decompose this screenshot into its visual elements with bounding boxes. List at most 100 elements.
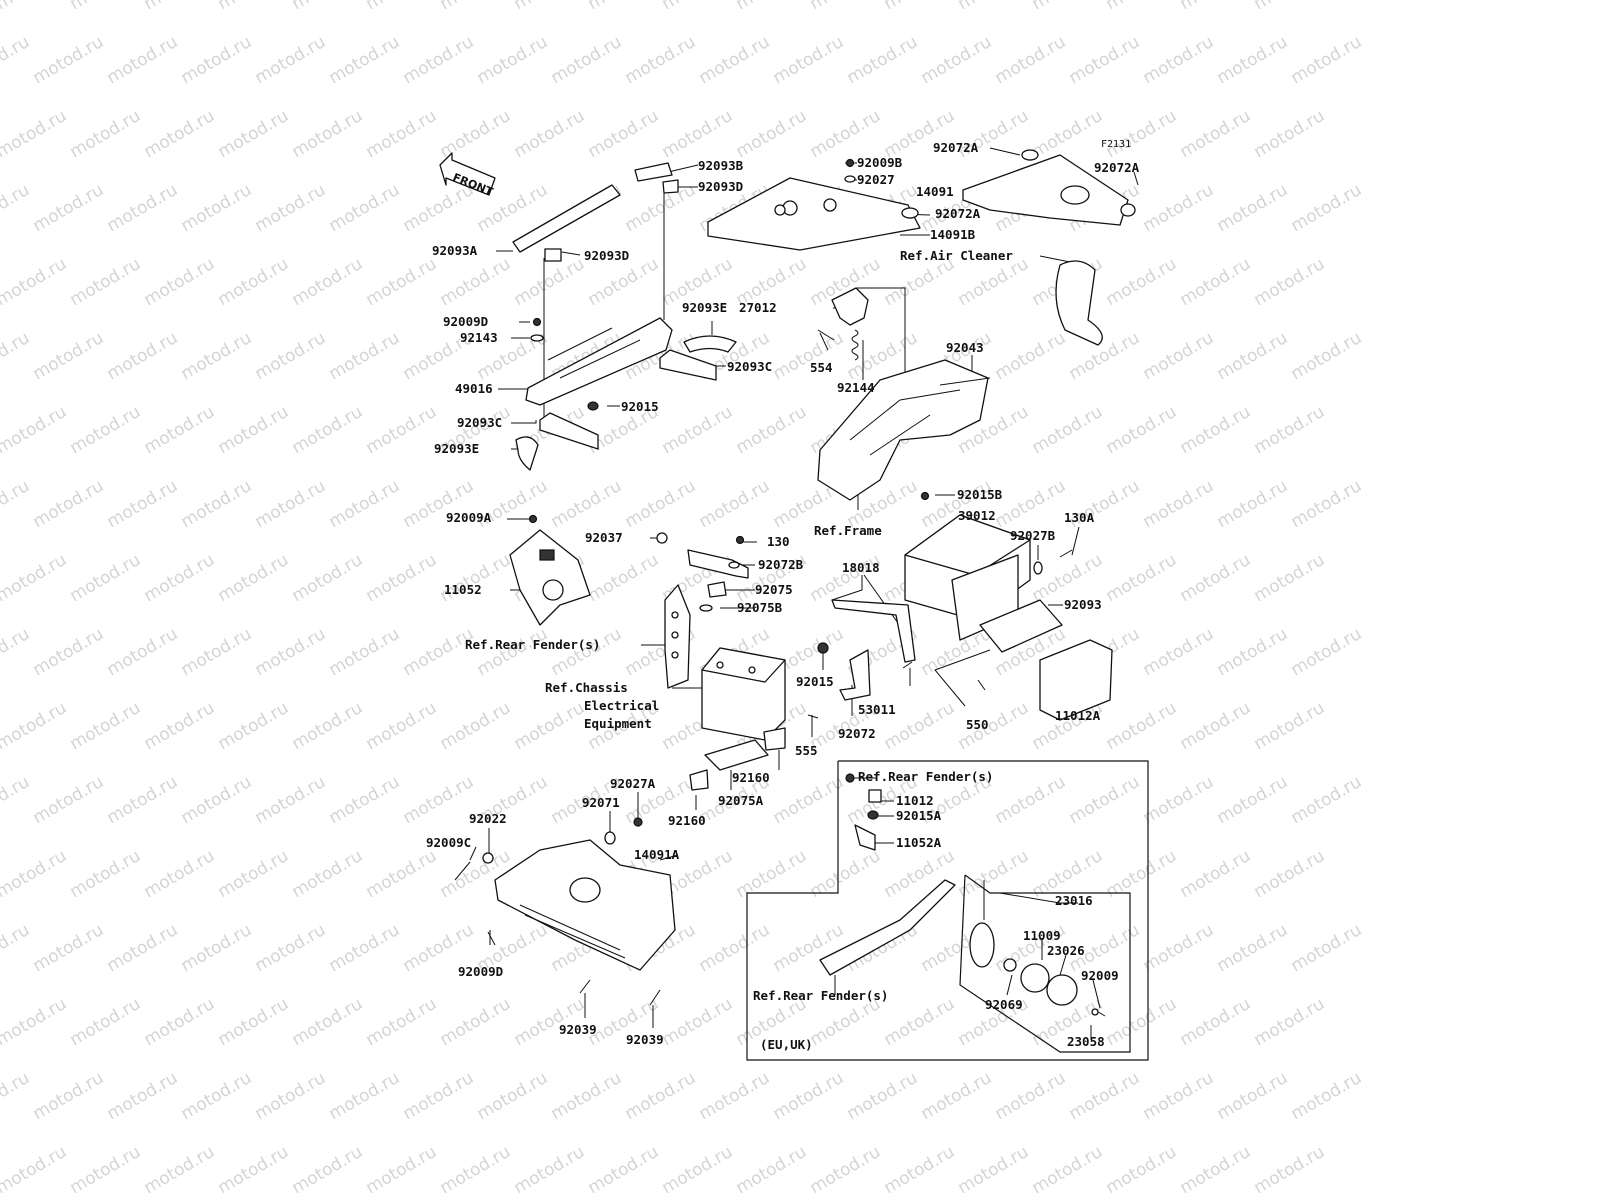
watermark-text: motod.ru: [1066, 328, 1144, 384]
watermark-text: motod.ru: [104, 624, 182, 680]
watermark-text: motod.ru: [363, 254, 441, 310]
watermark-text: motod.ru: [1288, 624, 1366, 680]
watermark-text: motod.ru: [0, 920, 33, 976]
watermark-text: motod.ru: [659, 0, 737, 14]
watermark-text: motod.ru: [1251, 994, 1329, 1050]
watermark-text: motod.ru: [104, 328, 182, 384]
watermark-text: motod.ru: [437, 1142, 515, 1198]
callout-label: 555: [795, 743, 818, 758]
bracket-92037: [687, 549, 749, 579]
watermark-text: motod.ru: [30, 1068, 108, 1124]
watermark-text: motod.ru: [400, 772, 478, 828]
watermark-text: motod.ru: [363, 994, 441, 1050]
watermark-text: motod.ru: [1214, 476, 1292, 532]
watermark-text: motod.ru: [585, 1142, 663, 1198]
nut-92015: [587, 401, 599, 411]
watermark-text: motod.ru: [0, 994, 70, 1050]
watermark-text: motod.ru: [141, 1142, 219, 1198]
rubber-curve-92093e-lower: [515, 436, 539, 471]
watermark-text: motod.ru: [104, 180, 182, 236]
cover-plate-14091: [962, 154, 1129, 226]
watermark-text: motod.ru: [659, 106, 737, 162]
watermark-text: motod.ru: [141, 846, 219, 902]
watermark-text: motod.ru: [0, 0, 70, 14]
watermark-text: motod.ru: [807, 106, 885, 162]
watermark-text: motod.ru: [289, 994, 367, 1050]
watermark-text: motod.ru: [585, 0, 663, 14]
watermark-text: motod.ru: [215, 550, 293, 606]
watermark-text: motod.ru: [215, 0, 293, 14]
watermark-text: motod.ru: [659, 402, 737, 458]
nut-92015a: [867, 810, 879, 820]
watermark-text: motod.ru: [659, 1142, 737, 1198]
pin-550: [977, 679, 986, 691]
watermark-text: motod.ru: [807, 550, 885, 606]
watermark-text: motod.ru: [30, 476, 108, 532]
watermark-text: motod.ru: [67, 550, 145, 606]
watermark-text: motod.ru: [30, 920, 108, 976]
callout-label: Equipment: [584, 716, 652, 731]
callout-label: 92071: [582, 795, 620, 810]
cover-plate-14091b: [707, 177, 921, 251]
watermark-text: motod.ru: [622, 32, 700, 88]
watermark-text: motod.ru: [0, 846, 70, 902]
watermark-text: motod.ru: [1288, 32, 1366, 88]
watermark-text: motod.ru: [770, 772, 848, 828]
cover-11012a: [1039, 639, 1113, 721]
watermark-text: motod.ru: [1029, 0, 1107, 14]
callout-label: Electrical: [584, 698, 659, 713]
watermark-text: motod.ru: [326, 772, 404, 828]
watermark-text: motod.ru: [30, 624, 108, 680]
watermark-text: motod.ru: [1288, 180, 1366, 236]
watermark-text: motod.ru: [326, 328, 404, 384]
watermark-text: motod.ru: [696, 1068, 774, 1124]
callout-label: 92009B: [857, 155, 903, 170]
callout-label: 39012: [958, 508, 996, 523]
watermark-text: motod.ru: [511, 106, 589, 162]
watermark-text: motod.ru: [1288, 772, 1366, 828]
watermark-text: motod.ru: [363, 698, 441, 754]
callout-label: 14091: [916, 184, 954, 199]
callout-label: 130A: [1064, 510, 1095, 525]
watermark-text: motod.ru: [289, 846, 367, 902]
watermark-text: motod.ru: [807, 0, 885, 14]
watermark-text: motod.ru: [1103, 846, 1181, 902]
watermark-text: motod.ru: [511, 0, 589, 14]
callout-label: 14091A: [634, 847, 680, 862]
watermark-text: motod.ru: [0, 550, 70, 606]
watermark-text: motod.ru: [955, 1142, 1033, 1198]
callout-label: (EU,UK): [760, 1037, 813, 1052]
callout-label: 92037: [585, 530, 623, 545]
bolt-92009d: [532, 317, 542, 327]
watermark-text: motod.ru: [1214, 1068, 1292, 1124]
watermark-text: motod.ru: [1140, 772, 1218, 828]
watermark-text: motod.ru: [141, 402, 219, 458]
callout-label: 550: [966, 717, 989, 732]
bolt-92009b: [845, 158, 855, 168]
watermark-text: motod.ru: [511, 1142, 589, 1198]
watermark-text: motod.ru: [0, 1142, 70, 1198]
callout-label: 11052: [444, 582, 482, 597]
watermark-text: motod.ru: [955, 846, 1033, 902]
watermark-text: motod.ru: [844, 32, 922, 88]
watermark-text: motod.ru: [733, 1142, 811, 1198]
watermark-text: motod.ru: [548, 476, 626, 532]
watermark-text: motod.ru: [363, 1142, 441, 1198]
watermark-text: motod.ru: [1066, 32, 1144, 88]
watermark-text: motod.ru: [1103, 402, 1181, 458]
watermark-text: motod.ru: [437, 698, 515, 754]
rubber-curve-92093e: [683, 335, 737, 353]
watermark-text: motod.ru: [1103, 698, 1181, 754]
watermark-text: motod.ru: [363, 550, 441, 606]
washer-23058: [1091, 1008, 1099, 1016]
watermark-text: motod.ru: [326, 624, 404, 680]
callout-label: 92069: [985, 997, 1023, 1012]
watermark-text: motod.ru: [585, 106, 663, 162]
rear-fender-stay: [819, 879, 956, 976]
watermark-text: motod.ru: [289, 0, 367, 14]
watermark-text: motod.ru: [1103, 994, 1181, 1050]
watermark-text: motod.ru: [881, 0, 959, 14]
watermark-text: motod.ru: [622, 180, 700, 236]
bracket-11052a: [854, 824, 876, 851]
watermark-text: motod.ru: [1177, 550, 1255, 606]
